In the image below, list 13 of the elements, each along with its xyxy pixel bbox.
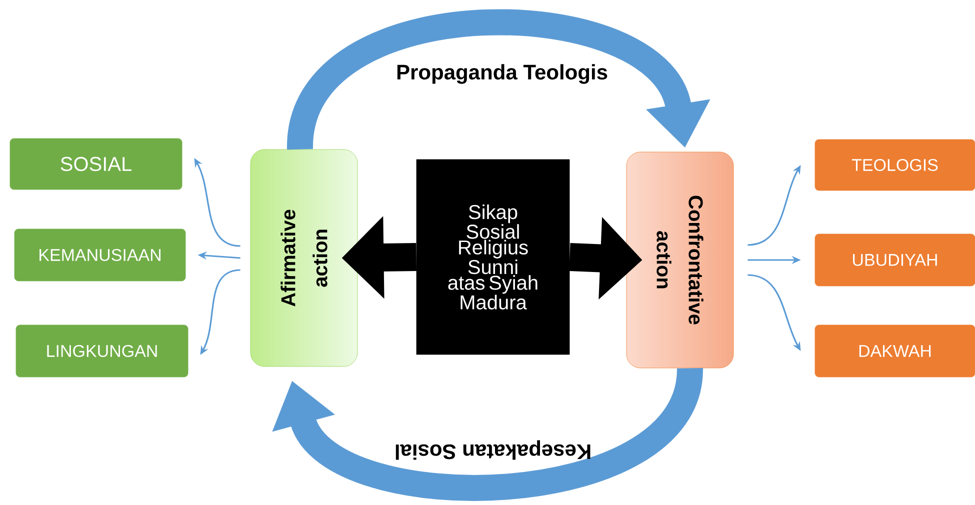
action-box: Confrontative action [626,152,734,368]
category-box: DAKWAH [814,324,975,378]
action-box: Afirmative action [250,149,358,367]
category-box: TEOLOGIS [814,139,975,191]
text-box: Sikap Sosial Religius Sunni atas Syiah Madura [416,159,570,355]
edge-label: Kesepakatan Sosial [396,440,590,460]
category-box: KEMANUSIAAN [14,228,186,282]
thick-arrow [272,366,703,501]
thick-arrow [287,10,710,152]
edge-label: Propaganda Teologis [397,64,608,84]
category-box: UBUDIYAH [814,234,975,286]
category-box: LINGKUNGAN [16,324,188,378]
category-box: SOSIAL [10,138,182,190]
